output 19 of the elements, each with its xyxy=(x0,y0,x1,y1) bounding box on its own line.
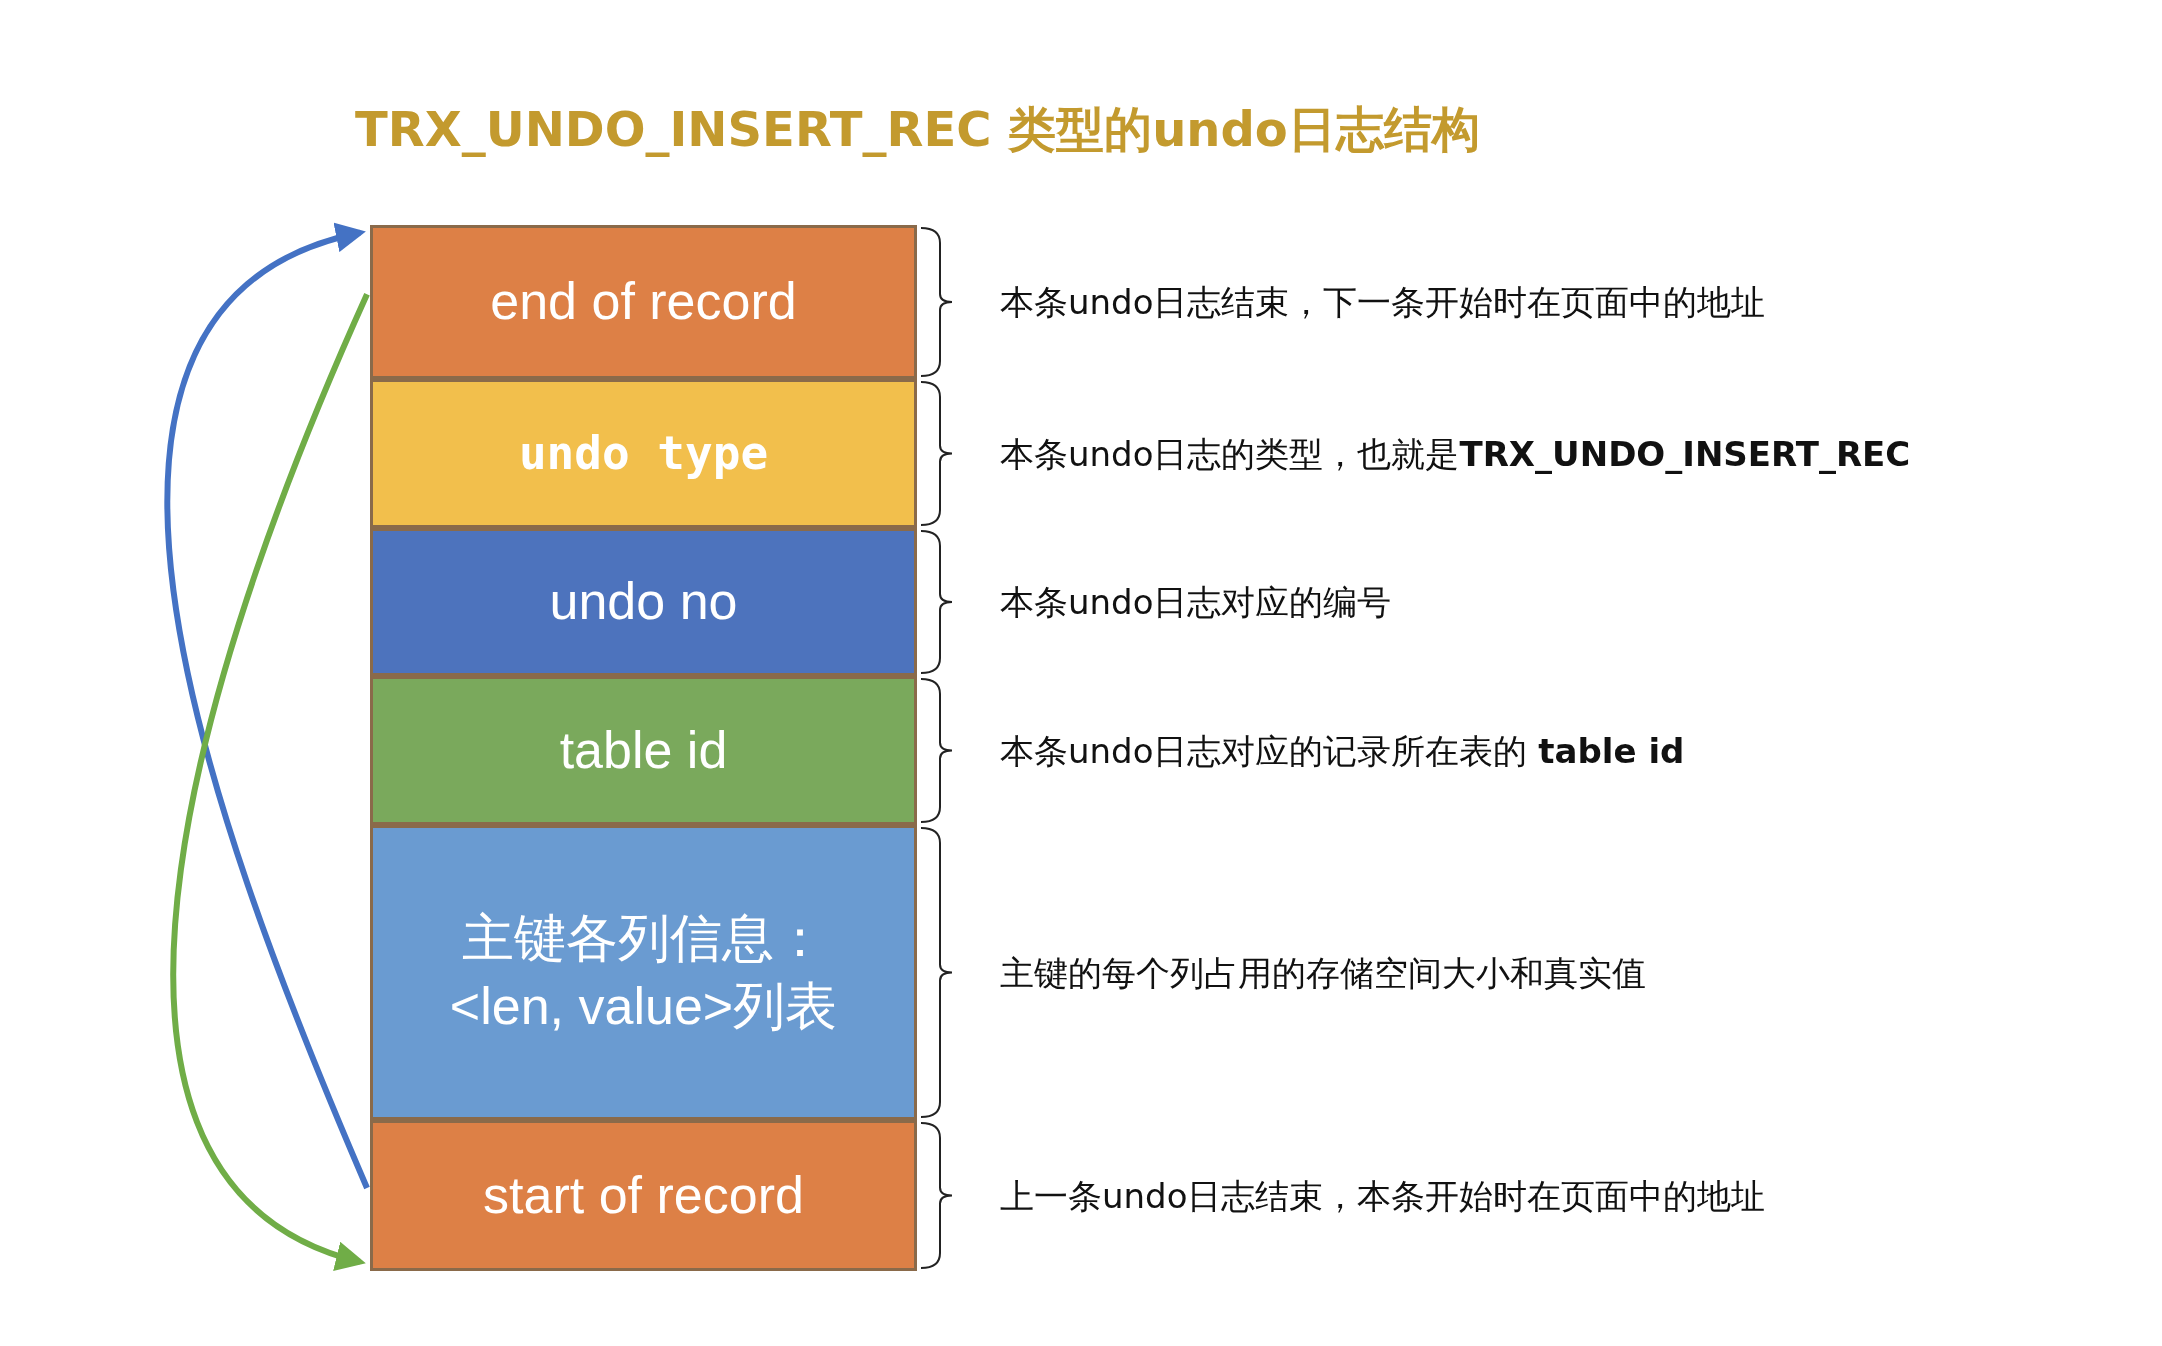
field-description: 本条undo日志对应的记录所在表的 table id xyxy=(1000,729,1685,773)
field-description: 上一条undo日志结束，本条开始时在页面中的地址 xyxy=(1000,1174,1766,1218)
field-box xyxy=(370,825,917,1120)
field-box xyxy=(370,676,917,825)
field-box xyxy=(370,225,917,379)
field-description: 本条undo日志对应的编号 xyxy=(1000,581,1392,624)
field-box xyxy=(370,379,917,528)
field-description: 本条undo日志的类型，也就是TRX_UNDO_INSERT_REC xyxy=(1000,432,1911,476)
field-box xyxy=(370,528,917,676)
field-name: start of record xyxy=(483,1164,804,1226)
field-name: undo type xyxy=(518,424,769,482)
field-name: undo no xyxy=(549,571,738,633)
field-name: end of record xyxy=(490,271,797,333)
diagram-title: TRX_UNDO_INSERT_REC 类型的undo日志结构 xyxy=(355,100,1480,159)
field-name: 主键各列信息：<len, value>列表 xyxy=(448,907,839,1037)
field-box xyxy=(370,1120,917,1271)
field-description: 主键的每个列占用的存储空间大小和真实值 xyxy=(1000,951,1646,995)
field-description: 本条undo日志结束，下一条开始时在页面中的地址 xyxy=(1000,281,1766,324)
field-name: table id xyxy=(559,719,728,781)
